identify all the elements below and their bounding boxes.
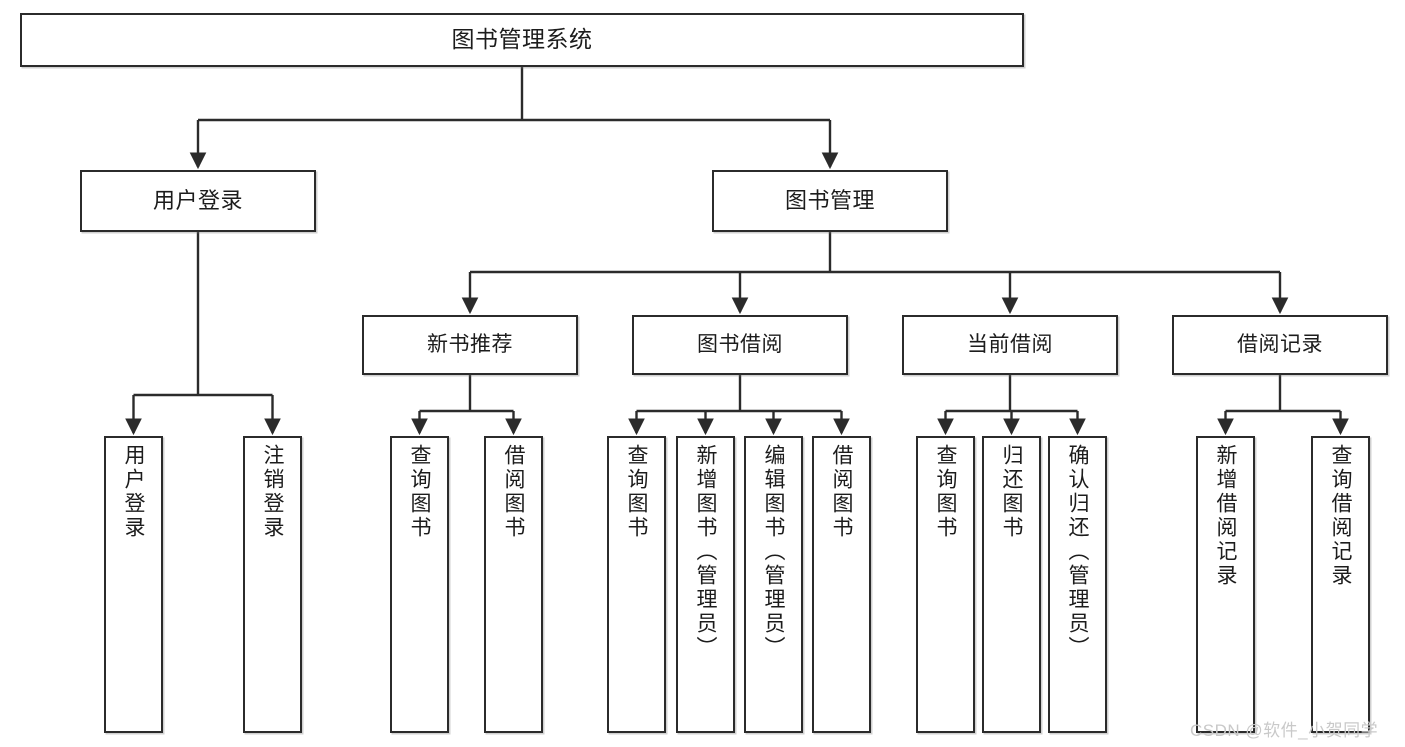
node-leaf-3[interactable]: 借阅图书: [484, 436, 543, 733]
node-level2-图书借阅[interactable]: 图书借阅: [632, 315, 848, 375]
node-leaf-8[interactable]: 查询图书: [916, 436, 975, 733]
node-leaf-2[interactable]: 查询图书: [390, 436, 449, 733]
node-label: 查询借阅记录: [1329, 444, 1352, 588]
node-label: 新书推荐: [427, 332, 513, 356]
node-label: 注销登录: [261, 444, 284, 540]
node-label: 查询图书: [408, 444, 431, 540]
node-label: 查询图书: [625, 444, 648, 540]
node-leaf-10[interactable]: 确认归还（管理员）: [1048, 436, 1107, 733]
node-leaf-12[interactable]: 查询借阅记录: [1311, 436, 1370, 733]
node-level1-图书管理[interactable]: 图书管理: [712, 170, 948, 232]
node-label: 用户登录: [152, 188, 243, 214]
node-label: 图书管理: [784, 188, 875, 214]
node-leaf-1[interactable]: 注销登录: [243, 436, 302, 733]
node-label: 用户登录: [122, 444, 145, 540]
node-label: 归还图书: [1000, 444, 1023, 540]
node-level2-当前借阅[interactable]: 当前借阅: [902, 315, 1118, 375]
node-label: 确认归还（管理员）: [1066, 444, 1089, 660]
node-label: 借阅图书: [830, 444, 853, 540]
node-label: 查询图书: [934, 444, 957, 540]
node-root-图书管理系统[interactable]: 图书管理系统: [20, 13, 1024, 67]
node-level1-用户登录[interactable]: 用户登录: [80, 170, 316, 232]
node-leaf-6[interactable]: 编辑图书（管理员）: [744, 436, 803, 733]
node-level2-新书推荐[interactable]: 新书推荐: [362, 315, 578, 375]
node-leaf-9[interactable]: 归还图书: [982, 436, 1041, 733]
node-label: 图书借阅: [697, 332, 783, 356]
node-leaf-5[interactable]: 新增图书（管理员）: [676, 436, 735, 733]
node-leaf-7[interactable]: 借阅图书: [812, 436, 871, 733]
node-label: 图书管理系统: [451, 26, 593, 53]
watermark-text: CSDN @软件_小贺同学: [1190, 721, 1379, 740]
node-level2-借阅记录[interactable]: 借阅记录: [1172, 315, 1388, 375]
node-leaf-0[interactable]: 用户登录: [104, 436, 163, 733]
node-label: 新增借阅记录: [1214, 444, 1237, 588]
node-leaf-4[interactable]: 查询图书: [607, 436, 666, 733]
node-label: 编辑图书（管理员）: [762, 444, 785, 660]
node-label: 借阅记录: [1237, 332, 1323, 356]
node-leaf-11[interactable]: 新增借阅记录: [1196, 436, 1255, 733]
node-label: 当前借阅: [967, 332, 1053, 356]
node-label: 借阅图书: [502, 444, 525, 540]
node-label: 新增图书（管理员）: [694, 444, 717, 660]
